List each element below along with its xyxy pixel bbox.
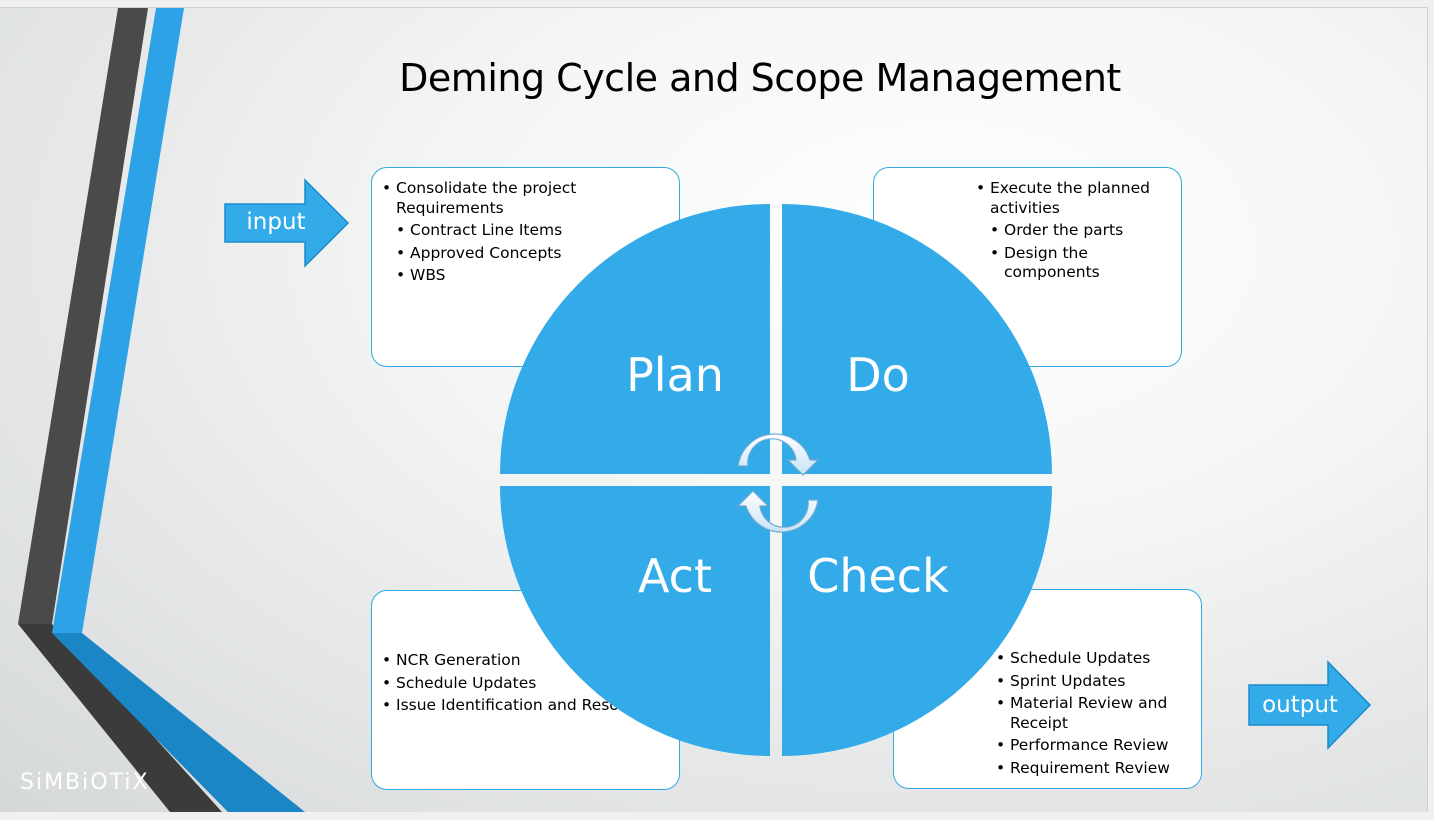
blue-stripe-upper bbox=[52, 8, 184, 633]
act-label: Act bbox=[638, 549, 712, 603]
list-item: Approved Concepts bbox=[394, 244, 671, 264]
output-arrow bbox=[1248, 660, 1372, 750]
output-label: output bbox=[1262, 692, 1338, 718]
list-item: Schedule Updates bbox=[994, 649, 1193, 669]
list-item: Consolidate the project Requirements bbox=[380, 179, 671, 218]
input-label: input bbox=[246, 209, 306, 235]
list-item: Design the components bbox=[988, 244, 1173, 283]
act-quadrant bbox=[500, 486, 770, 756]
dark-stripe-lower bbox=[18, 624, 222, 812]
do-label: Do bbox=[846, 348, 910, 402]
list-item: Sprint Updates bbox=[994, 672, 1193, 692]
slide: Deming Cycle and Scope Management Consol… bbox=[0, 7, 1428, 812]
check-label: Check bbox=[807, 549, 949, 603]
decorative-stripes bbox=[18, 8, 305, 812]
list-item: Material Review and Receipt bbox=[994, 694, 1193, 733]
input-arrow bbox=[224, 178, 350, 268]
list-item: Issue Identification and Resolution bbox=[380, 696, 671, 716]
blue-stripe-lower bbox=[52, 633, 305, 812]
list-item: WBS bbox=[394, 266, 671, 286]
list-item: Schedule Updates bbox=[380, 674, 671, 694]
cycle-arrow-top-icon bbox=[737, 433, 820, 476]
plan-label: Plan bbox=[626, 348, 724, 402]
do-quadrant bbox=[782, 204, 1052, 474]
list-item: Requirement Review bbox=[994, 759, 1193, 779]
plan-quadrant bbox=[500, 204, 770, 474]
list-item: Order the parts bbox=[988, 221, 1173, 241]
list-item: Execute the planned activities bbox=[974, 179, 1173, 218]
cycle-arrow-bottom-icon bbox=[736, 490, 819, 533]
list-item: Contract Line Items bbox=[394, 221, 671, 241]
dark-stripe-upper bbox=[18, 8, 148, 624]
list-item: NCR Generation bbox=[380, 651, 671, 671]
page-title: Deming Cycle and Scope Management bbox=[399, 56, 1121, 100]
list-item: Performance Review bbox=[994, 736, 1193, 756]
simbiotix-logo: SiMBiOTiX bbox=[20, 770, 150, 795]
pdca-diagram bbox=[224, 178, 1372, 756]
check-quadrant bbox=[782, 486, 1052, 756]
